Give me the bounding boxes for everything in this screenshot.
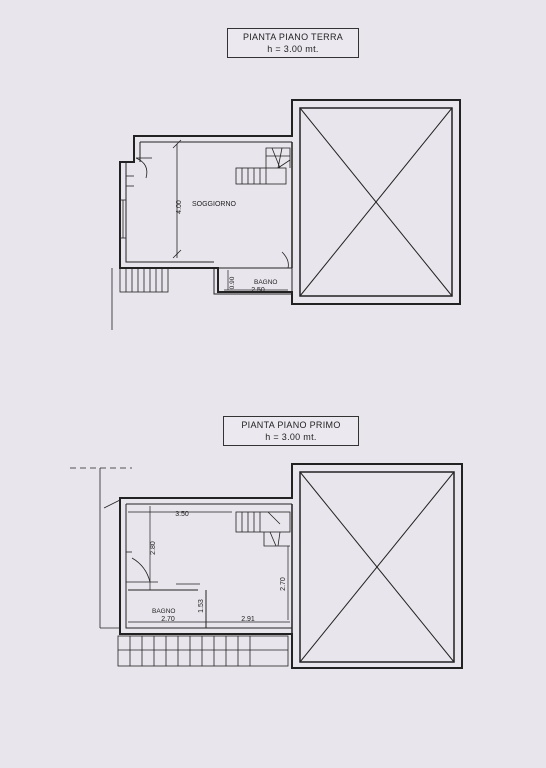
ground-void-cross-2 (299, 107, 453, 297)
first-floor-plan (70, 463, 463, 669)
first-right-height: 2.70 (280, 577, 287, 591)
ground-left-window (120, 199, 126, 239)
ground-living-dimension (172, 139, 182, 259)
first-bath-depth: 1.53 (198, 599, 205, 613)
first-left-height: 2.80 (150, 541, 157, 555)
first-staircase (235, 511, 291, 547)
first-bottom-width: 2.91 (241, 616, 255, 623)
first-left-door (126, 551, 158, 583)
ground-floor-title-box: PIANTA PIANO TERRA h = 3.00 mt. (227, 28, 359, 58)
ground-bath (213, 251, 293, 295)
ground-living-height: 4.00 (176, 200, 183, 214)
ground-floor-title: PIANTA PIANO TERRA (242, 32, 344, 42)
first-bath-label: BAGNO (152, 608, 175, 615)
first-floor-title-box: PIANTA PIANO PRIMO h = 3.00 mt. (223, 416, 359, 446)
first-bath (128, 583, 207, 628)
first-dimension-lines (128, 506, 290, 623)
first-bottom-stair (117, 635, 289, 667)
ground-staircase (235, 147, 291, 185)
ground-void-box (299, 107, 453, 297)
first-bath-width: 2.70 (161, 616, 175, 623)
first-void-cross-2 (299, 471, 455, 663)
first-top-width: 3.50 (175, 511, 189, 518)
ground-bath-label: BAGNO (254, 279, 277, 286)
ground-bath-depth: 0.90 (229, 276, 236, 289)
ground-floor-plan (111, 99, 461, 330)
ground-floor-height: h = 3.00 mt. (267, 44, 319, 54)
ground-living-label: SOGGIORNO (192, 201, 237, 208)
first-left-terrace (70, 467, 132, 629)
ground-bath-width: 2.50 (251, 287, 265, 294)
ground-lower-stair (111, 267, 169, 330)
ground-entry-door (126, 157, 152, 187)
first-floor-title: PIANTA PIANO PRIMO (241, 420, 341, 430)
first-void-box (299, 471, 455, 663)
first-floor-height: h = 3.00 mt. (265, 432, 317, 442)
